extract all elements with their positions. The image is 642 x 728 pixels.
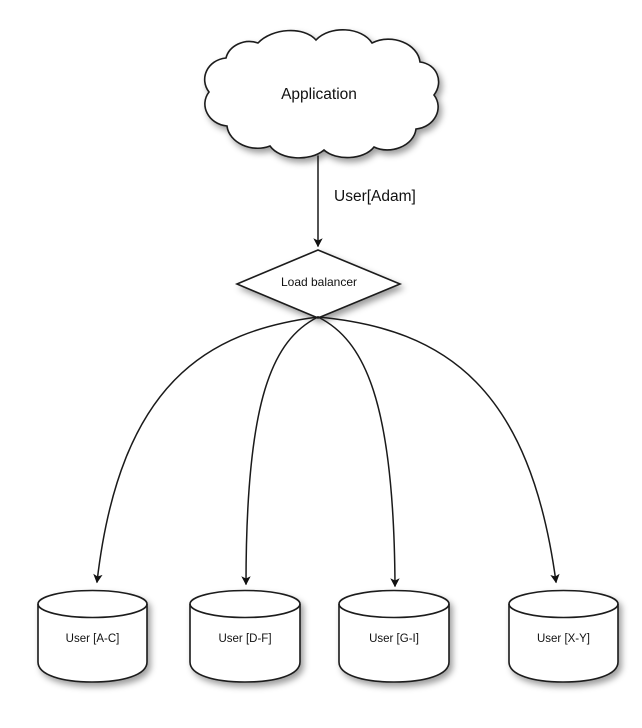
node-database-4[interactable]: User [X-Y] bbox=[508, 589, 619, 683]
edge-line-lb-db-3 bbox=[317, 316, 400, 588]
diamond-icon bbox=[234, 249, 403, 319]
edge-line-lb-db-4 bbox=[317, 316, 560, 584]
node-database-3[interactable]: User [G-I] bbox=[338, 589, 450, 683]
load-balancer-label: Load balancer bbox=[281, 275, 357, 289]
node-database-2[interactable]: User [D-F] bbox=[189, 589, 301, 683]
cloud-icon bbox=[203, 29, 440, 159]
edge-group-lb-to-databases bbox=[93, 316, 560, 588]
database-icon bbox=[189, 589, 301, 683]
database-icon bbox=[508, 589, 619, 683]
application-label: Application bbox=[281, 86, 357, 103]
node-load-balancer[interactable]: Load balancer bbox=[234, 249, 403, 319]
edge-label-user-adam: User[Adam] bbox=[334, 188, 416, 205]
database-4-label: User [X-Y] bbox=[537, 633, 590, 645]
database-icon bbox=[37, 589, 148, 683]
node-application[interactable]: Application bbox=[203, 29, 440, 159]
database-3-label: User [G-I] bbox=[369, 633, 419, 645]
database-icon bbox=[338, 589, 450, 683]
database-2-label: User [D-F] bbox=[218, 633, 271, 645]
edge-line-lb-db-2 bbox=[241, 316, 319, 586]
edge-line-lb-db-1 bbox=[93, 316, 319, 584]
node-database-1[interactable]: User [A-C] bbox=[37, 589, 148, 683]
edge-application-to-load-balancer: User[Adam] bbox=[313, 155, 416, 248]
database-row: User [A-C] User [D-F] User [G-I] bbox=[37, 589, 619, 683]
database-1-label: User [A-C] bbox=[66, 633, 120, 645]
